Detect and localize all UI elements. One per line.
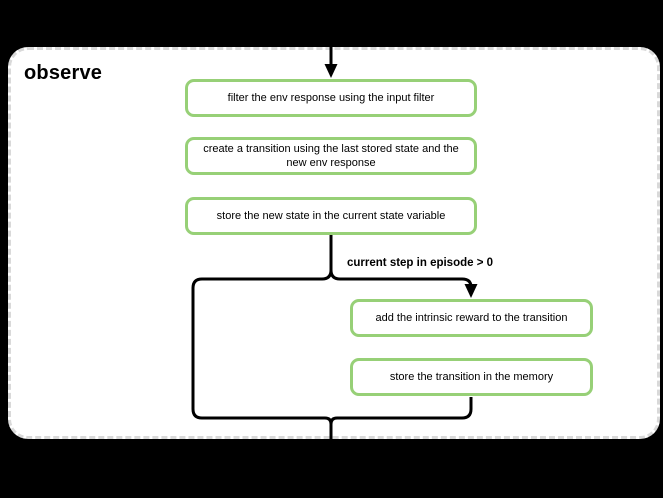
node-store-new-state: store the new state in the current state… (185, 197, 477, 235)
branch-condition-label: current step in episode > 0 (347, 257, 494, 269)
node-create-transition: create a transition using the last store… (185, 137, 477, 175)
node-add-intrinsic-reward: add the intrinsic reward to the transiti… (350, 299, 593, 337)
node-filter-env-response: filter the env response using the input … (185, 79, 477, 117)
node-store-transition: store the transition in the memory (350, 358, 593, 396)
frame-title: observe (24, 62, 103, 84)
